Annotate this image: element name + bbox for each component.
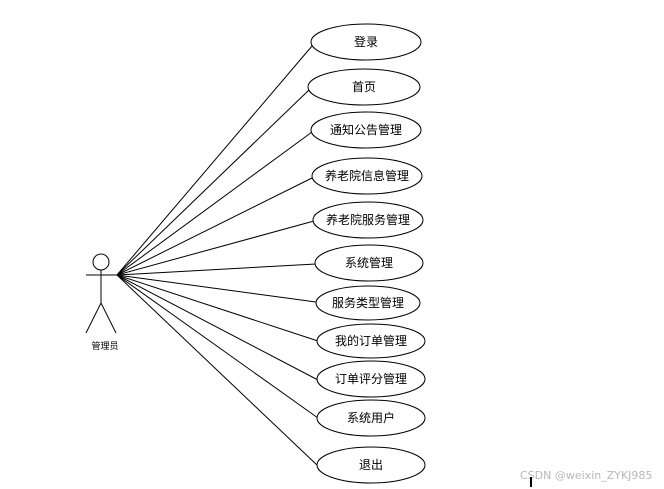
use-case-notice[interactable]: [310, 111, 422, 149]
association-line-login: [116, 45, 313, 276]
use-case-system[interactable]: [314, 244, 424, 282]
actor-label: 管理员: [91, 340, 118, 352]
actor-head: [92, 253, 110, 271]
text-cursor-icon: [530, 477, 532, 487]
association-line-service: [116, 220, 315, 276]
use-case-label-notice: 通知公告管理: [330, 122, 402, 137]
use-case-labels: 登录 首页 通知公告管理 养老院信息管理 养老院服务管理 系统管理 服务类型管理…: [325, 34, 410, 472]
actor-left-leg: [85, 302, 102, 334]
use-case-order[interactable]: [316, 323, 426, 359]
actor-right-leg: [100, 302, 117, 334]
association-line-users: [116, 274, 319, 419]
use-case-type[interactable]: [315, 285, 421, 321]
actor-admin: [85, 253, 117, 334]
use-case-users[interactable]: [316, 399, 426, 437]
use-case-label-system: 系统管理: [345, 255, 393, 270]
association-line-logout: [116, 274, 319, 467]
use-case-service[interactable]: [312, 201, 424, 239]
association-line-type: [116, 274, 317, 303]
use-case-label-logout: 退出: [359, 458, 383, 472]
use-case-login[interactable]: [310, 23, 422, 61]
association-line-info: [116, 176, 315, 276]
use-case-label-service: 养老院服务管理: [326, 212, 410, 227]
use-case-label-rating: 订单评分管理: [335, 371, 407, 386]
use-case-info[interactable]: [311, 157, 423, 195]
association-line-notice: [116, 131, 313, 276]
use-case-logout[interactable]: [316, 446, 426, 484]
association-line-rating: [116, 274, 319, 381]
association-lines: [116, 45, 319, 467]
use-case-label-login: 登录: [354, 34, 378, 49]
association-line-home: [116, 88, 311, 276]
use-case-label-info: 养老院信息管理: [325, 168, 409, 183]
use-cases: [307, 23, 426, 484]
use-case-label-home: 首页: [352, 80, 376, 94]
association-line-system: [116, 263, 317, 276]
use-case-label-users: 系统用户: [347, 410, 395, 425]
association-line-order: [116, 274, 319, 342]
use-case-label-order: 我的订单管理: [335, 333, 407, 348]
use-case-label-type: 服务类型管理: [332, 295, 404, 310]
use-case-home[interactable]: [307, 68, 421, 106]
use-case-rating[interactable]: [316, 360, 426, 398]
watermark-text: CSDN @weixin_ZYKJ985: [520, 469, 653, 482]
